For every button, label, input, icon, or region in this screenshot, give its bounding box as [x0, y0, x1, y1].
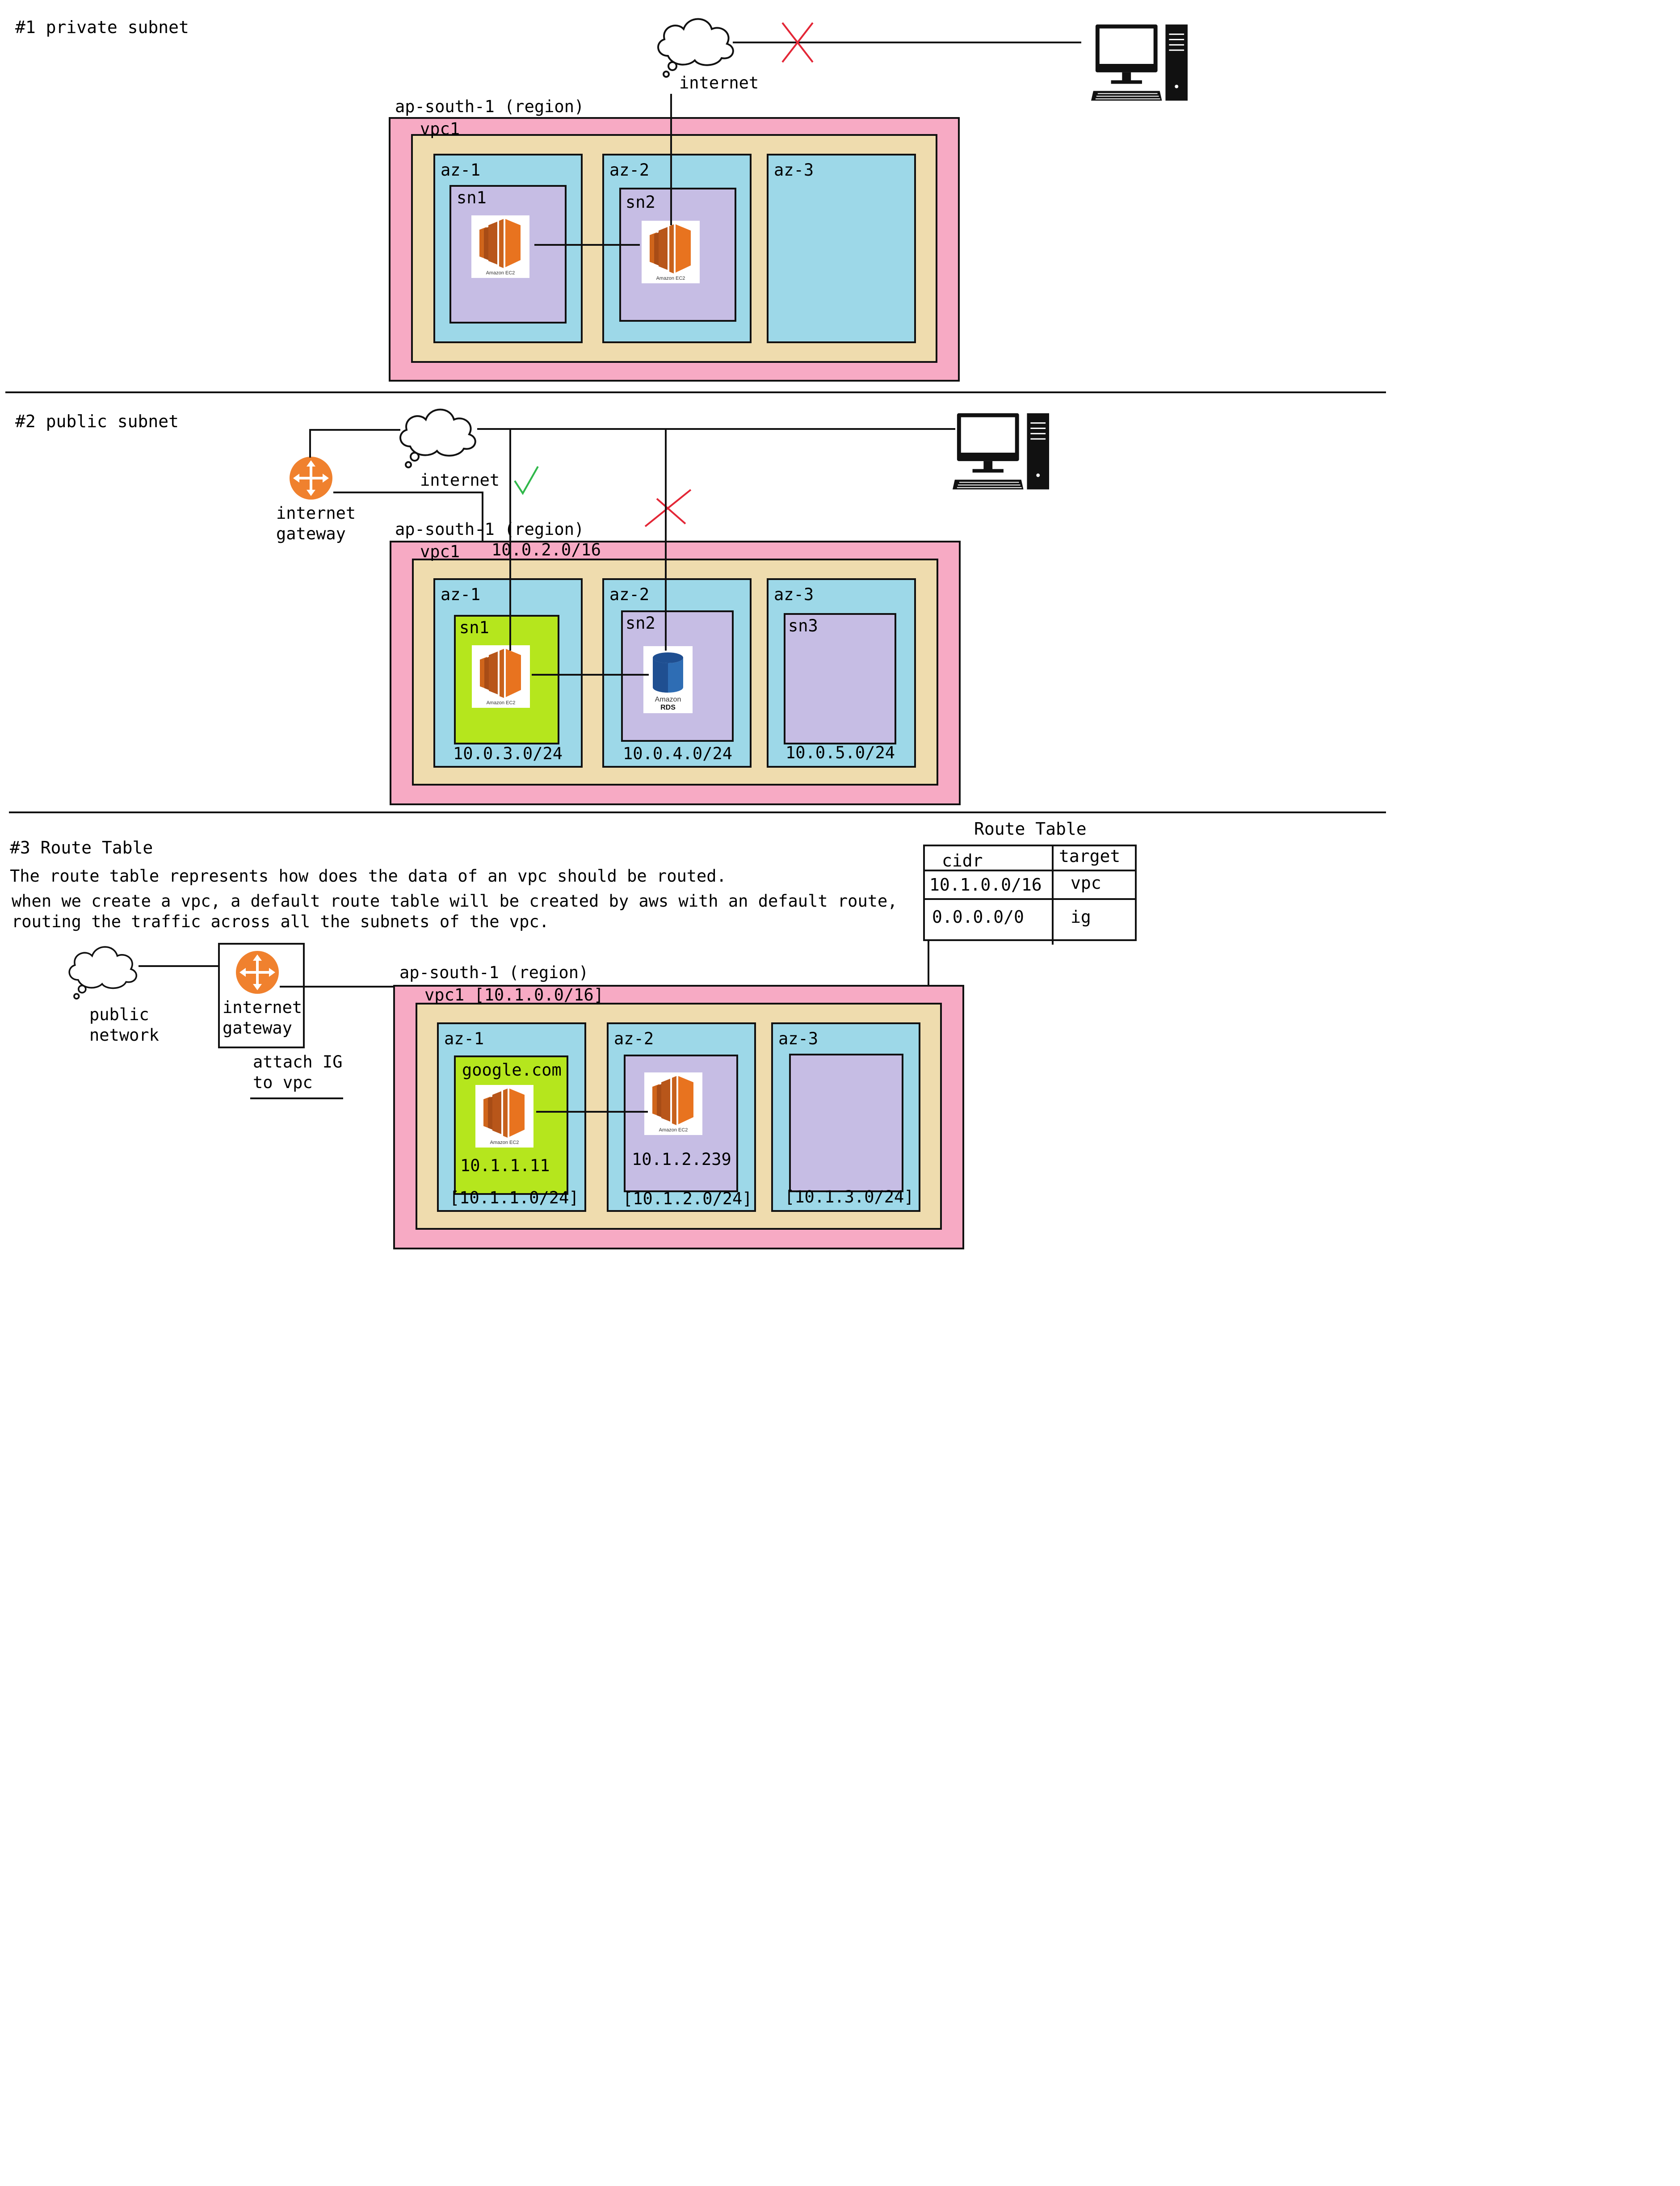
ec2-icon [644, 1072, 702, 1135]
ec2-hostname: google.com [462, 1060, 562, 1080]
subnet-box [789, 1054, 903, 1192]
attach-ig-label-line2: to vpc [253, 1073, 313, 1092]
connection-line [665, 429, 667, 651]
section-divider [9, 811, 1386, 813]
ec2-ip: 10.1.2.239 [632, 1150, 731, 1169]
ec2-icon [471, 215, 529, 278]
subnet-box [784, 613, 896, 744]
vpc-cidr: 10.0.2.0/16 [491, 540, 601, 559]
subnet-cidr: 10.0.3.0/24 [453, 744, 563, 763]
internet-label: internet [679, 73, 759, 92]
connection-line [733, 42, 1081, 43]
description-line: The route table represents how does the … [10, 866, 727, 886]
vpc-label: vpc1 [10.1.0.0/16] [424, 985, 604, 1005]
public-subnet-box [454, 615, 559, 744]
connection-line [139, 965, 219, 967]
subnet-cidr: [10.1.3.0/24] [785, 1187, 914, 1207]
route-table-cell: 10.1.0.0/16 [929, 875, 1042, 895]
subnet-cidr: 10.0.5.0/24 [785, 743, 895, 762]
connection-line [477, 428, 955, 430]
connection-line [309, 429, 400, 431]
igw-label-line2: gateway [276, 524, 346, 543]
route-table-header: target [1059, 846, 1121, 866]
region-label: ap-south-1 (region) [399, 963, 589, 982]
ec2-ip: 10.1.1.11 [460, 1156, 550, 1175]
az-label: az-3 [774, 585, 814, 604]
computer-icon [952, 412, 1050, 490]
connection-line [534, 244, 640, 246]
az-label: az-2 [609, 160, 650, 180]
az-label: az-3 [778, 1029, 819, 1048]
region-label: ap-south-1 (region) [395, 97, 584, 116]
route-table-header: cidr [942, 851, 983, 870]
az-label: az-1 [444, 1029, 484, 1048]
subnet-cidr: 10.0.4.0/24 [623, 744, 733, 763]
subnet-label: sn3 [788, 616, 818, 635]
public-network-label-line2: network [89, 1026, 159, 1045]
allowed-check-icon [514, 466, 539, 495]
section2-heading: #2 public subnet [15, 412, 179, 431]
connection-line [670, 94, 672, 225]
route-table-cell: 0.0.0.0/0 [932, 907, 1024, 927]
blocked-x-icon [644, 489, 692, 527]
subnet-label: sn2 [626, 193, 655, 212]
igw-label-line1: internet [223, 998, 302, 1017]
az-label: az-1 [441, 160, 481, 180]
description-line: when we create a vpc, a default route ta… [12, 891, 898, 911]
route-table [923, 845, 1137, 941]
route-table-cell: ig [1071, 907, 1091, 927]
route-table-title: Route Table [974, 819, 1087, 839]
internet-label: internet [420, 471, 500, 490]
igw-label-line2: gateway [223, 1018, 292, 1038]
vpc-label: vpc1 [420, 542, 460, 561]
subnet-label: sn1 [457, 188, 487, 207]
connection-line [509, 429, 511, 651]
connection-line [309, 429, 311, 458]
attach-ig-label-line1: attach IG [253, 1052, 343, 1072]
public-network-cloud-icon [68, 946, 138, 1000]
ec2-icon [475, 1085, 533, 1148]
az-label: az-2 [609, 585, 650, 604]
route-table-cell: vpc [1071, 873, 1101, 893]
internet-cloud-icon [657, 18, 734, 78]
section3-heading: #3 Route Table [10, 838, 153, 858]
subnet-cidr: [10.1.2.0/24] [623, 1189, 752, 1208]
subnet-label: sn2 [626, 614, 655, 633]
internet-gateway-icon [235, 950, 280, 995]
subnet-cidr: [10.1.1.0/24] [449, 1188, 579, 1207]
internet-cloud-icon [399, 408, 476, 468]
igw-label-line1: internet [276, 504, 356, 523]
section-divider [5, 391, 1386, 393]
table-divider [923, 870, 1137, 871]
blocked-x-icon [781, 22, 814, 63]
connection-line [928, 941, 929, 1013]
subnet-label: sn1 [459, 618, 489, 637]
connection-line [333, 492, 483, 493]
az-label: az-3 [774, 160, 814, 180]
computer-icon [1090, 24, 1189, 101]
internet-gateway-icon [289, 456, 333, 500]
region-label: ap-south-1 (region) [395, 520, 584, 539]
ec2-icon [642, 221, 700, 283]
az-label: az-1 [441, 585, 481, 604]
public-network-label-line1: public [89, 1005, 149, 1024]
connection-line [280, 986, 441, 988]
table-divider [923, 898, 1137, 900]
connection-line [532, 674, 649, 676]
underline [250, 1097, 343, 1099]
description-line: routing the traffic across all the subne… [12, 912, 549, 931]
ec2-icon [472, 645, 530, 708]
vpc-label: vpc1 [420, 119, 460, 139]
connection-line [482, 492, 483, 569]
table-divider [1052, 845, 1054, 945]
az-box [767, 154, 916, 343]
az-label: az-2 [614, 1029, 654, 1048]
connection-line [536, 1111, 648, 1113]
section1-heading: #1 private subnet [15, 17, 189, 37]
rds-database-icon [643, 646, 693, 713]
